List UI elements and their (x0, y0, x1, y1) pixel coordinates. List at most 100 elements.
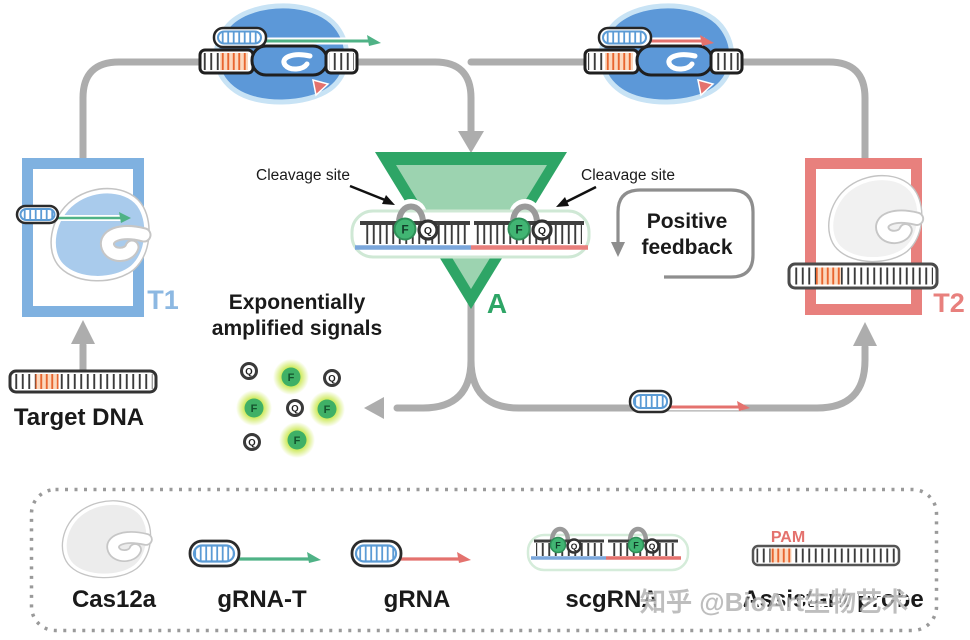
quencher-dot: Q (240, 362, 258, 380)
legend-item-grna: gRNA (350, 539, 471, 613)
annotation-arrow-line (349, 184, 386, 202)
quencher-dot: Q (243, 433, 261, 451)
complex-cas12a-grna-t (198, 3, 381, 105)
grna-tail-arrow (737, 401, 750, 411)
grna-tail-arrow (457, 552, 471, 563)
grna-hairpin-ladder (633, 394, 668, 409)
watermark-text: 知乎 @BioArt生物艺术 (640, 587, 908, 617)
fluorophore-letter: F (288, 372, 295, 384)
connector-arrowheads (71, 131, 877, 419)
displaced-strand-curl (281, 52, 313, 72)
positive-feedback-label-line2: feedback (641, 236, 732, 259)
arrow-up-into-t1 (71, 320, 95, 344)
pam-rungs (605, 53, 633, 70)
connector-paths (79, 58, 869, 412)
released-grna (628, 389, 750, 414)
cleavage-site-label: Cleavage site (256, 167, 350, 184)
quencher-letter: Q (571, 542, 578, 552)
fluorophore-letter: F (515, 223, 522, 237)
legend-item-scgrna: F Q F Q scgRNA (526, 526, 690, 613)
path-t2-to-amplifier (467, 58, 869, 169)
t2-label: T2 (933, 288, 965, 318)
hairpin-loop-left (396, 203, 426, 224)
pam-rungs (816, 267, 841, 285)
t1-label: T1 (147, 285, 179, 315)
fluorophore-letter: F (251, 403, 258, 415)
quencher-letter: Q (328, 374, 335, 385)
watermark-shadow: 知乎 @BioArt生物艺术 (642, 589, 910, 619)
fluorophore-letter: F (324, 404, 331, 416)
fluorophore-letter: F (401, 223, 408, 237)
cleavage-site-label: Cleavage site (581, 167, 675, 184)
dna-rungs (588, 53, 605, 70)
blob-mouth (101, 227, 150, 260)
fluorophore-dot: F (279, 422, 315, 458)
legend-item-assistant-probe: PAM Assistant probe (742, 529, 923, 613)
fluorophore-badge (507, 217, 531, 241)
cas12a-legend-blob (61, 500, 153, 579)
grna-t-in-t1 (15, 204, 131, 225)
dna-rungs (793, 267, 816, 285)
dna-rungs (791, 548, 896, 563)
legend-label-scgrna: scgRNA (565, 586, 658, 613)
cleavage-activity-triangle (312, 78, 330, 97)
grna-t-tail-arrow (119, 212, 131, 223)
dna-rungs (714, 53, 739, 70)
quencher-letter: Q (291, 404, 298, 415)
dna-rungs (58, 374, 153, 389)
quencher-badge (417, 219, 439, 241)
hairpin-loop-right (627, 526, 649, 542)
legend-label-grna-t: gRNA-T (217, 586, 307, 613)
fluorophore-letter: F (294, 435, 301, 447)
grna-tail-arrow (367, 35, 381, 46)
arrow-left-to-signals (364, 397, 384, 419)
grna-tail-arrow (307, 552, 321, 563)
quencher-dot: Q (323, 369, 341, 387)
blob-mouth (108, 532, 151, 561)
fluorophore-dot: F (273, 359, 309, 395)
fluorophore-letter: F (633, 541, 639, 551)
target-dna-label: Target DNA (14, 404, 144, 431)
quencher-letter: Q (649, 542, 656, 552)
hairpin-loop-left (549, 526, 571, 542)
grna-hairpin-ladder (19, 208, 56, 221)
dna-duplex (198, 44, 359, 77)
grna-hairpin-ladder (602, 30, 647, 45)
annotation-arrow-line (565, 185, 597, 204)
t2-target-box: T2 (787, 158, 965, 318)
cleavage-site-annotation-left: Cleavage site (256, 167, 395, 205)
annotation-arrowhead (382, 195, 395, 205)
legend-label-grna: gRNA (384, 586, 451, 613)
displaced-strand-curl (666, 52, 698, 72)
legend-item-grna-t: gRNA-T (188, 539, 321, 613)
fluorophore-dot: F (236, 390, 272, 426)
legend-label-cas12a: Cas12a (72, 586, 157, 613)
grna-hairpin-ladder (217, 30, 262, 45)
scgrna-probe: F Q F Q (350, 199, 591, 259)
amplifier-label: A (487, 288, 507, 319)
watermark: 知乎 @BioArt生物艺术 知乎 @BioArt生物艺术 (640, 587, 910, 619)
legend-label-assistant-probe: Assistant probe (742, 586, 923, 613)
positive-feedback-loop: Positive feedback (611, 188, 755, 279)
cleavage-activity-triangle (697, 78, 715, 97)
quencher-letter: Q (538, 225, 546, 237)
quencher-badge (531, 219, 553, 241)
fluorophore-dot: F (309, 391, 345, 427)
dna-rungs (203, 53, 220, 70)
quencher-letter: Q (424, 225, 432, 237)
fluorophore-badge (549, 536, 567, 554)
cleavage-site-annotation-right: Cleavage site (556, 167, 675, 207)
legend-item-cas12a: Cas12a (61, 500, 157, 613)
pam-rungs (220, 53, 248, 70)
assistant-probe-in-t2 (787, 262, 939, 290)
cas12a-blob-t2 (828, 174, 925, 263)
complex-cas12a-grna (583, 3, 744, 105)
grna-hairpin-ladder (192, 544, 236, 563)
path-amplifier-to-t2 (467, 343, 869, 412)
dna-rungs (13, 374, 36, 389)
pam-label: PAM (771, 529, 805, 546)
fluorophore-badge (627, 536, 645, 554)
dna-duplex (583, 44, 744, 77)
